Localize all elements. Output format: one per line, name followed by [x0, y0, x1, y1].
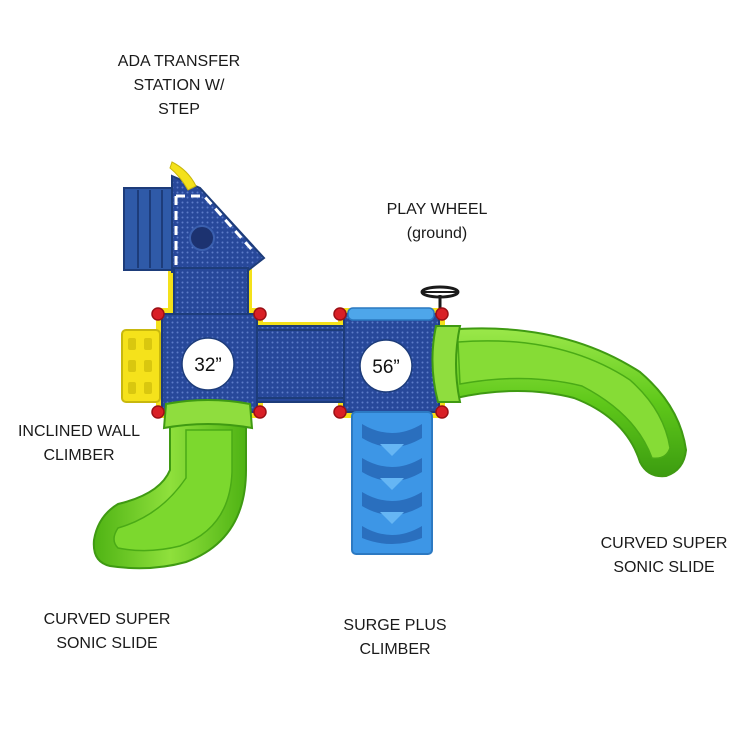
curved-slide-right	[431, 325, 688, 478]
label-line: STEP	[158, 101, 200, 118]
label-line: (ground)	[406, 225, 468, 242]
label-curved-slide-left: CURVED SUPER SONIC SLIDE	[32, 608, 182, 656]
label-ada-transfer-station: ADA TRANSFER STATION W/ STEP	[104, 50, 254, 122]
label-line: STATION W/	[133, 77, 225, 94]
label-line: PLAY WHEEL	[386, 201, 488, 218]
deck-height-left-badge: 32”	[181, 337, 235, 391]
label-play-wheel: PLAY WHEEL (ground)	[362, 198, 512, 246]
label-line: SURGE PLUS	[343, 617, 447, 634]
deck-height-right-badge: 56”	[359, 339, 413, 393]
label-line: SONIC SLIDE	[613, 559, 715, 576]
bridge-walkway	[255, 325, 345, 403]
ada-transfer-station	[123, 161, 266, 273]
deck-height-left: 32”	[194, 355, 221, 376]
label-line: SONIC SLIDE	[56, 635, 158, 652]
deck-height-right: 56”	[372, 357, 399, 378]
label-surge-plus-climber: SURGE PLUS CLIMBER	[320, 614, 470, 662]
transfer-walkway	[173, 267, 249, 317]
curved-slide-left	[92, 399, 254, 570]
label-line: CLIMBER	[359, 641, 431, 658]
corner-clamps	[151, 307, 449, 419]
label-line: CLIMBER	[43, 447, 115, 464]
label-inclined-wall-climber: INCLINED WALL CLIMBER	[4, 420, 154, 468]
surge-plus-climber	[351, 411, 433, 555]
label-line: INCLINED WALL	[17, 423, 141, 440]
label-line: CURVED SUPER	[600, 535, 728, 552]
inclined-wall-climber	[121, 329, 161, 403]
label-line: CURVED SUPER	[43, 611, 171, 628]
label-line: ADA TRANSFER	[117, 53, 241, 70]
label-curved-slide-right: CURVED SUPER SONIC SLIDE	[589, 532, 739, 580]
